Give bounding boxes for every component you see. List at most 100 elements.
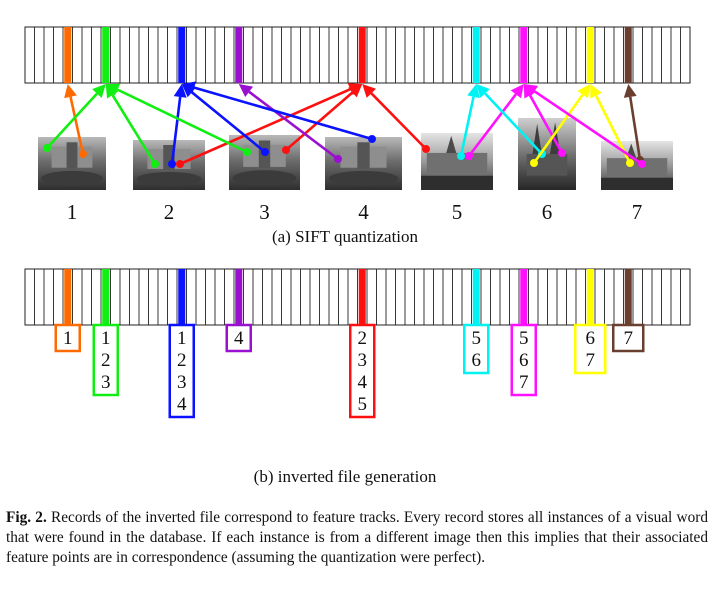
subcaption-a: (a) SIFT quantization xyxy=(272,227,419,246)
arrow-shaft xyxy=(528,94,564,154)
arrow-head xyxy=(467,84,480,99)
arrow-shaft xyxy=(116,88,248,154)
image-number-2: 2 xyxy=(164,200,175,224)
statue-shape xyxy=(66,142,78,169)
feature-point xyxy=(168,160,176,168)
record-box xyxy=(168,323,195,419)
feature-point xyxy=(457,152,465,160)
feature-point xyxy=(334,155,342,163)
feature-point xyxy=(465,152,473,160)
record-entry: 6 xyxy=(519,350,529,371)
arrow-head xyxy=(173,84,187,98)
record-box xyxy=(463,323,490,375)
record-entry: 5 xyxy=(358,394,368,415)
visual-word-6 xyxy=(472,27,480,83)
buildings-shape xyxy=(426,152,488,176)
record-entry: 2 xyxy=(358,328,368,349)
image-number-7: 7 xyxy=(632,200,643,224)
arrow-4 xyxy=(168,84,187,168)
record-word-9: 7 xyxy=(612,323,645,353)
arrow-2 xyxy=(43,84,106,152)
arrow-head xyxy=(523,84,539,97)
feature-point xyxy=(151,160,159,168)
street-shape xyxy=(421,175,493,190)
record-word-1: 1 xyxy=(54,323,81,353)
arrow-1 xyxy=(64,84,87,158)
arrow-shaft xyxy=(46,92,98,149)
image-number-4: 4 xyxy=(358,200,369,224)
figure-label: Fig. 2. xyxy=(6,509,47,526)
arrow-shaft xyxy=(179,88,351,166)
arrow-10 xyxy=(181,81,376,143)
feature-point xyxy=(282,146,290,154)
record-entry: 5 xyxy=(472,328,482,349)
visual-word-8 xyxy=(586,269,594,325)
visual-word-9 xyxy=(624,269,632,325)
arrow-head xyxy=(476,84,490,98)
arrow-13 xyxy=(465,84,524,160)
visual-word-9 xyxy=(624,27,632,83)
visual-word-8 xyxy=(586,27,594,83)
record-box xyxy=(510,323,537,397)
subcaption-b: (b) inverted file generation xyxy=(254,467,437,486)
arrow-19 xyxy=(523,84,646,168)
basin-shape xyxy=(328,170,399,186)
record-entry: 5 xyxy=(519,328,529,349)
arrow-shaft xyxy=(532,93,584,164)
record-entry: 3 xyxy=(177,372,187,393)
visual-word-1 xyxy=(64,269,72,325)
arrow-12 xyxy=(457,84,480,160)
basin-shape xyxy=(136,172,202,186)
thumbnail-5 xyxy=(421,133,493,190)
record-entry: 7 xyxy=(624,328,634,349)
record-box xyxy=(612,323,645,353)
feature-point xyxy=(261,148,269,156)
statue-shape xyxy=(163,145,175,170)
thumbnail-6 xyxy=(518,118,576,190)
arrow-head xyxy=(510,84,524,99)
record-word-6: 56 xyxy=(463,323,490,375)
visual-word-4 xyxy=(235,269,243,325)
visual-word-5 xyxy=(358,27,366,83)
record-entry: 7 xyxy=(519,372,529,393)
arrow-9 xyxy=(238,84,342,163)
record-entry: 7 xyxy=(586,350,596,371)
arrow-head xyxy=(238,84,254,98)
record-entry: 3 xyxy=(101,372,111,393)
arrow-shaft xyxy=(111,94,157,165)
record-box xyxy=(92,323,119,397)
arrow-head xyxy=(362,84,376,98)
arrow-head xyxy=(623,84,637,98)
feature-point xyxy=(626,159,634,167)
feature-point xyxy=(368,135,376,143)
image-number-1: 1 xyxy=(67,200,78,224)
statue-shape xyxy=(357,142,370,169)
visual-word-5 xyxy=(358,269,366,325)
feature-point xyxy=(422,145,430,153)
arrow-head xyxy=(590,84,602,99)
feature-point xyxy=(79,150,87,158)
visual-word-6 xyxy=(472,269,480,325)
feature-point xyxy=(176,160,184,168)
record-word-8: 67 xyxy=(574,323,607,375)
arrow-shaft xyxy=(193,86,373,141)
feature-point xyxy=(558,149,566,157)
visual-word-3 xyxy=(178,27,186,83)
arrow-shaft xyxy=(190,91,266,154)
arrow-6 xyxy=(105,83,251,156)
record-entry: 3 xyxy=(358,350,368,371)
visual-word-7 xyxy=(520,27,528,83)
arrow-16 xyxy=(530,84,591,167)
record-box xyxy=(54,323,81,353)
record-box xyxy=(225,323,252,353)
image-number-6: 6 xyxy=(542,200,553,224)
thumbnail-7 xyxy=(601,141,673,190)
street-shape xyxy=(601,177,673,190)
vocabulary-bar-a xyxy=(24,26,691,84)
thumbnail-3 xyxy=(229,135,300,190)
caption-text: Records of the inverted file correspond … xyxy=(6,509,708,566)
arrow-head xyxy=(348,84,363,98)
arrow-8 xyxy=(282,84,363,154)
